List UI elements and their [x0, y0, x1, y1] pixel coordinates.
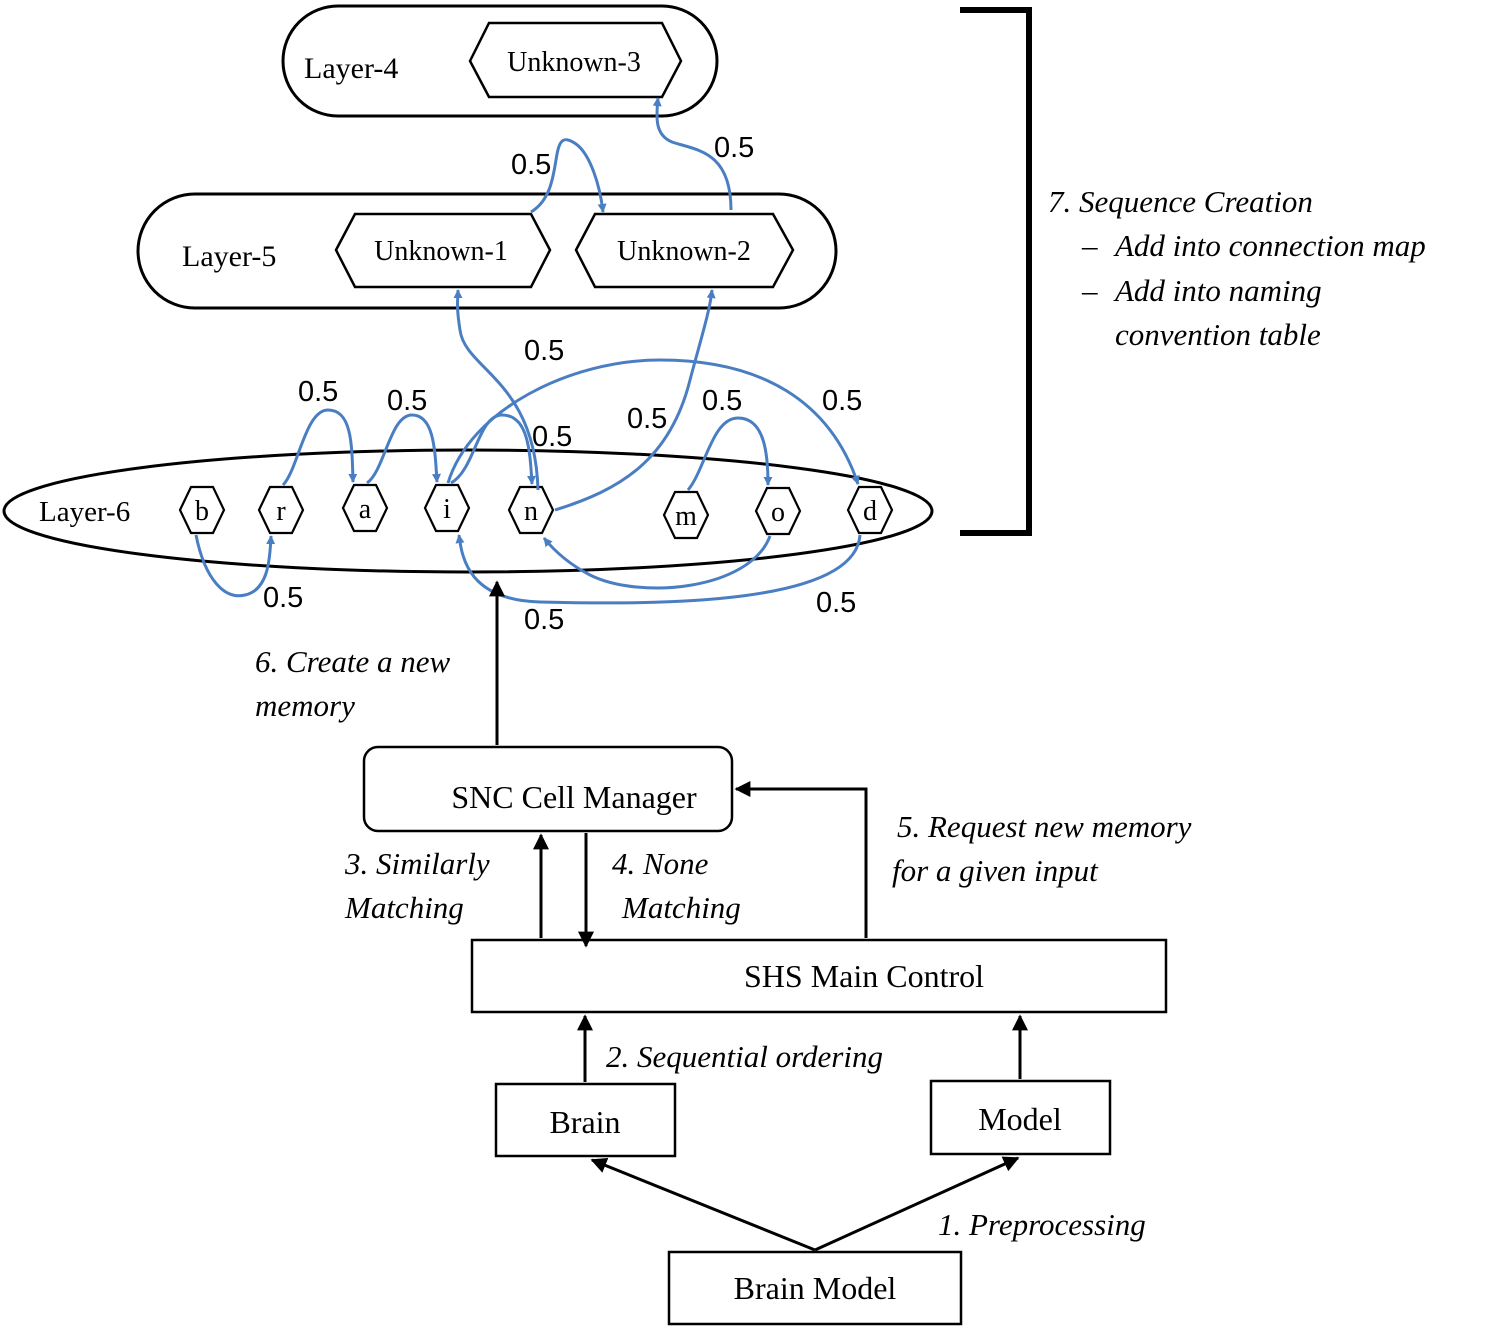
step7-dash-2: –: [1081, 273, 1098, 308]
brain-model-label: Brain Model: [734, 1270, 897, 1306]
step4-label-line1: 4. None: [612, 846, 709, 881]
node-i-label: i: [443, 494, 451, 525]
weight-u2-u3: 0.5: [714, 132, 754, 164]
node-unknown-1: [334, 212, 552, 289]
edge-o-n: [542, 535, 772, 590]
brain-label: Brain: [549, 1104, 620, 1140]
step6-label-line2: memory: [255, 688, 355, 723]
node-o: [754, 486, 802, 536]
weight-a-i: 0.5: [387, 385, 427, 417]
step5-label-line1: 5. Request new memory: [897, 809, 1192, 844]
step5-label-line2: for a given input: [892, 853, 1099, 888]
node-unknown-3: [468, 21, 683, 99]
edge-i-d: [446, 358, 860, 485]
edge-u1-u2: [530, 138, 607, 214]
edge-n-u2: [554, 289, 716, 512]
edge-r-a: [281, 408, 358, 487]
step6-label-line1: 6. Create a new: [255, 644, 450, 679]
step7-item-naming-line1: Add into naming: [1113, 273, 1322, 308]
node-unknown-3-label: Unknown-3: [507, 47, 641, 78]
layer5-container: [136, 192, 838, 310]
weight-r-a: 0.5: [298, 376, 338, 408]
brain-box: [494, 1082, 677, 1158]
weight-i-u1: 0.5: [524, 335, 564, 367]
layer4-container: [281, 4, 719, 118]
step7-title: 7. Sequence Creation: [1048, 184, 1313, 219]
step7-item-naming-line2: convention table: [1115, 317, 1321, 352]
edge-a-i: [365, 413, 441, 485]
snc-cell-manager-box: [362, 745, 734, 833]
edge-b-r: [194, 534, 276, 598]
shs-main-control-box: [470, 938, 1168, 1014]
edge-d-i: [455, 534, 862, 605]
step2-label: 2. Sequential ordering: [606, 1039, 883, 1074]
arrow-brain-model-to-model: [814, 1156, 1020, 1252]
node-b-label: b: [195, 496, 209, 527]
node-m-label: m: [675, 501, 697, 532]
weight-d-i: 0.5: [524, 604, 564, 636]
layer5-label: Layer-5: [182, 240, 276, 273]
node-d-label: d: [863, 496, 877, 527]
weight-i-d: 0.5: [822, 385, 862, 417]
step7-dash-1: –: [1081, 228, 1098, 263]
arrow-brain-model-to-brain: [590, 1157, 816, 1252]
weight-b-r: 0.5: [263, 582, 303, 614]
node-unknown-2-label: Unknown-2: [617, 236, 751, 267]
node-n: [507, 485, 555, 535]
snc-cell-manager-label: SNC Cell Manager: [451, 779, 697, 815]
arrow-request-new-memory: [734, 781, 868, 938]
step1-label: 1. Preprocessing: [938, 1207, 1146, 1242]
step4-label-line2: Matching: [621, 890, 741, 925]
edge-i-n: [450, 413, 537, 485]
node-m: [662, 490, 710, 540]
node-b: [178, 485, 226, 535]
brain-model-box: [667, 1250, 963, 1326]
node-n-label: n: [524, 496, 538, 527]
node-unknown-1-label: Unknown-1: [374, 236, 508, 267]
node-r: [257, 485, 305, 535]
weight-u1-u2: 0.5: [511, 149, 551, 181]
edge-m-o: [686, 416, 773, 491]
step3-label-line2: Matching: [344, 890, 464, 925]
layer4-label: Layer-4: [304, 52, 398, 85]
weight-n-u2: 0.5: [627, 403, 667, 435]
shs-main-control-label: SHS Main Control: [744, 958, 984, 994]
weight-i-n: 0.5: [532, 421, 572, 453]
edge-u2-u3: [652, 97, 733, 211]
model-label: Model: [978, 1101, 1062, 1137]
step7-item-connection-map: Add into connection map: [1113, 228, 1426, 263]
node-a-label: a: [359, 494, 372, 525]
node-o-label: o: [771, 497, 785, 528]
layer6-label: Layer-6: [39, 496, 130, 528]
node-unknown-2: [574, 212, 795, 289]
weight-o-n: 0.5: [816, 587, 856, 619]
layer6-container: [2, 448, 934, 574]
node-r-label: r: [276, 496, 286, 527]
sequence-bracket: [960, 7, 1032, 536]
node-d: [846, 485, 894, 535]
edge-i-u1: [453, 289, 540, 491]
node-i: [423, 483, 471, 533]
weight-m-o: 0.5: [702, 385, 742, 417]
model-box: [929, 1079, 1112, 1156]
step3-label-line1: 3. Similarly: [344, 846, 490, 881]
node-a: [341, 483, 389, 533]
